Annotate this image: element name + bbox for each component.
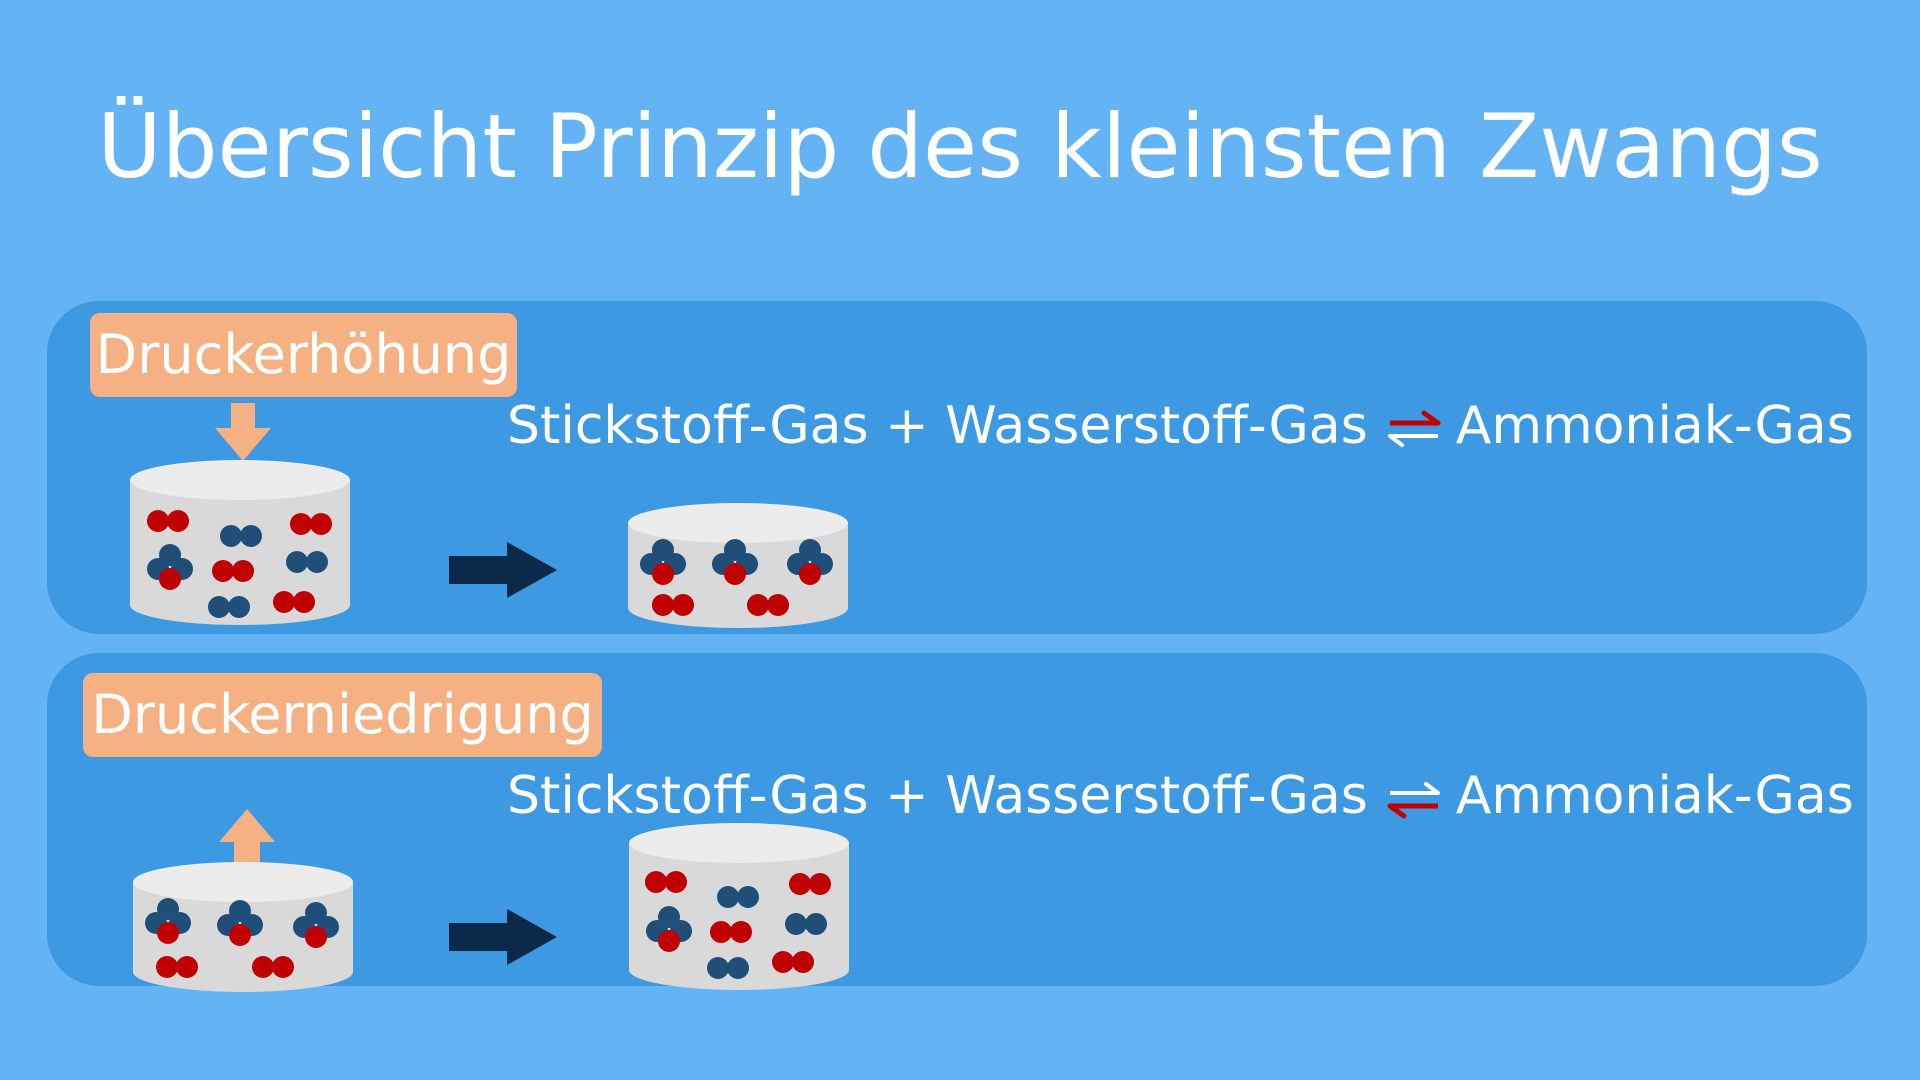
product-ammonia: Ammoniak-Gas (1455, 396, 1854, 456)
process-arrow-icon (449, 542, 557, 598)
reactant-hydrogen: Wasserstoff-Gas (945, 396, 1368, 456)
arrow-up-icon (219, 809, 275, 868)
page-title: Übersicht Prinzip des kleinsten Zwangs (97, 95, 1823, 198)
pressure-increase-panel: Druckerhöhung Stickstoff-Gas + Wassersto… (47, 301, 1867, 634)
equilibrium-shift-right-icon (1387, 410, 1441, 447)
plus-sign: + (885, 396, 929, 456)
equation: Stickstoff-Gas + Wasserstoff-Gas Ammonia… (507, 391, 1854, 461)
gas-container-before (130, 460, 350, 625)
reactant-nitrogen: Stickstoff-Gas (507, 396, 869, 456)
gas-container-after (629, 823, 849, 990)
reactant-nitrogen: Stickstoff-Gas (507, 766, 869, 826)
process-arrow-icon (449, 909, 557, 965)
gas-container-before (133, 862, 353, 992)
arrow-down-icon (215, 403, 271, 461)
reactant-hydrogen: Wasserstoff-Gas (945, 766, 1368, 826)
gas-container-after (628, 503, 848, 628)
equilibrium-shift-left-icon (1387, 782, 1440, 819)
product-ammonia: Ammoniak-Gas (1455, 766, 1854, 826)
plus-sign: + (885, 766, 929, 826)
pressure-decrease-label: Druckerniedrigung (83, 673, 602, 757)
equation: Stickstoff-Gas + Wasserstoff-Gas Ammonia… (507, 761, 1854, 831)
pressure-increase-label: Druckerhöhung (90, 313, 517, 397)
